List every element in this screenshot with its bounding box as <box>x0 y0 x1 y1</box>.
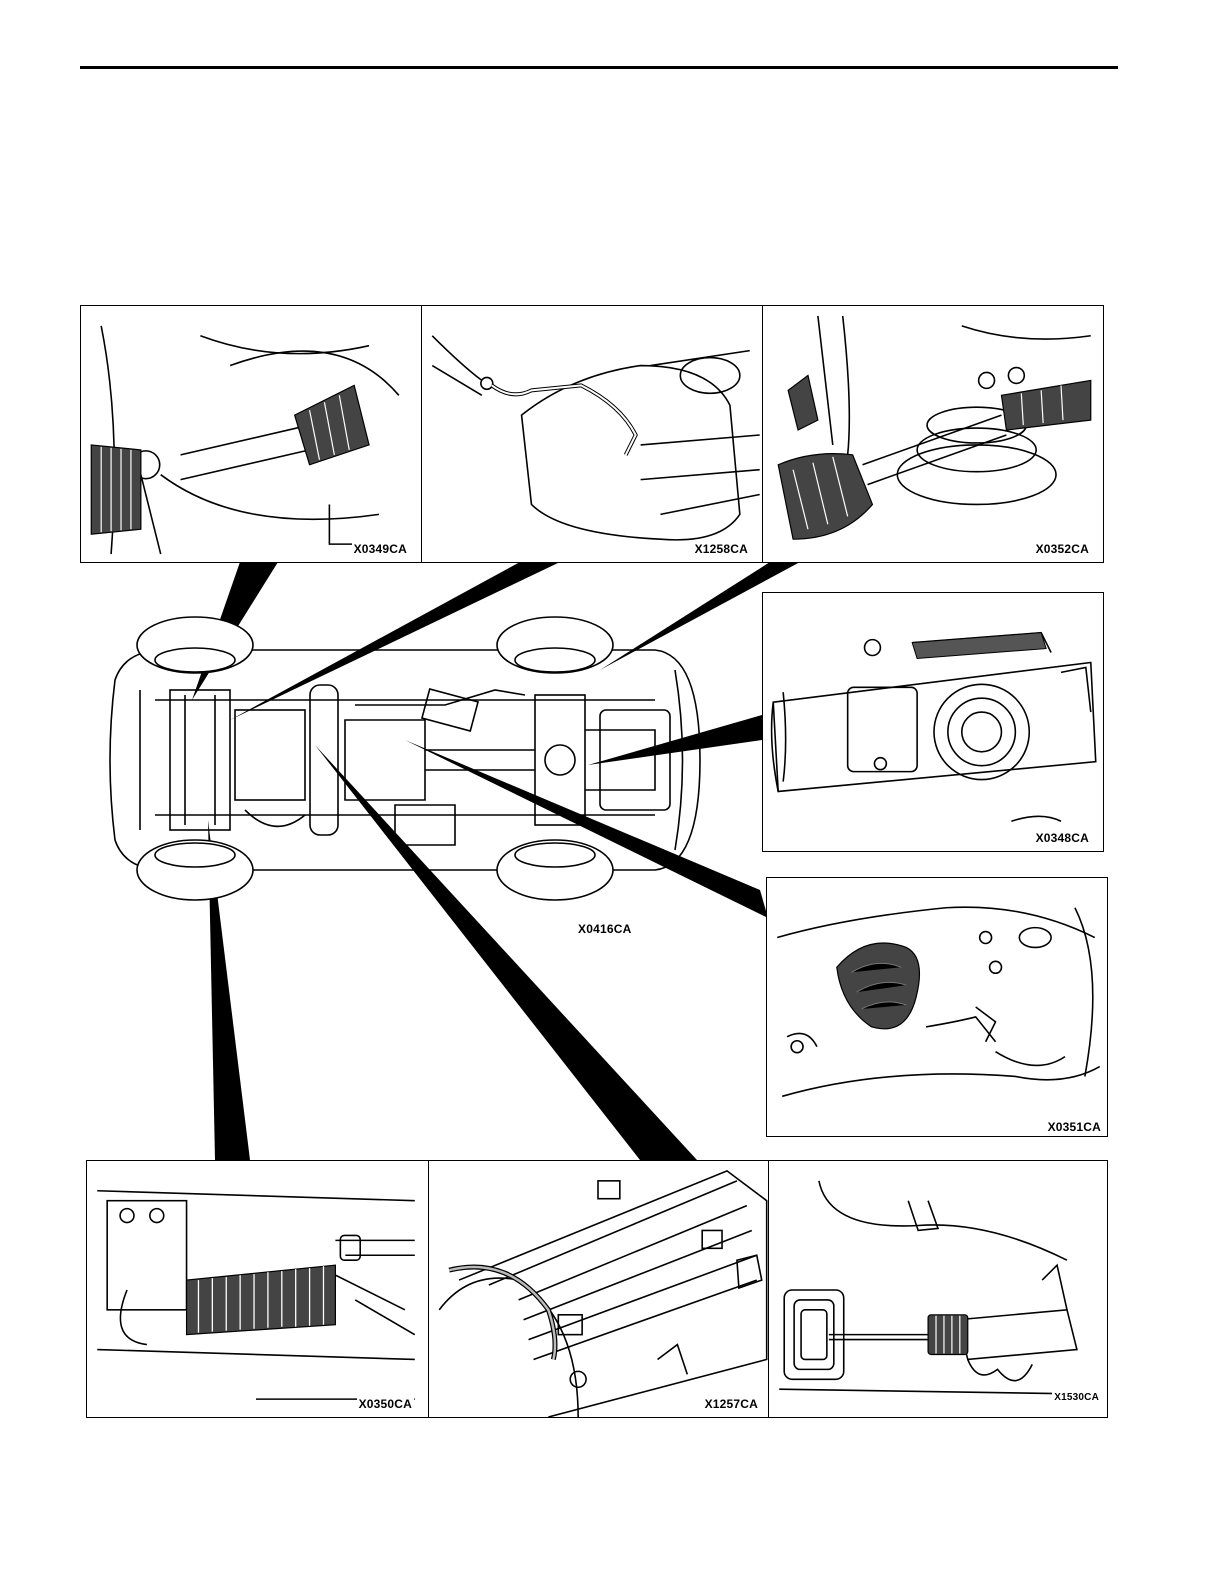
front-right-wheel <box>137 840 253 900</box>
panel-code: X1530CA <box>1052 1392 1101 1403</box>
rear-right-wheel <box>497 840 613 900</box>
tie-rod-boot-right-illustration <box>763 306 1103 562</box>
tie-rod-boot-illustration <box>81 306 421 562</box>
crossmember-illustration <box>763 593 1103 851</box>
panel-clutch-slave-cylinder: X1530CA <box>768 1160 1108 1418</box>
gear-lever-gaiter-illustration <box>767 878 1107 1136</box>
page-header-rule <box>80 66 1118 69</box>
panel-code: X0352CA <box>1034 542 1091 556</box>
panel-code: X0350CA <box>357 1397 414 1411</box>
panel-transmission-housing: X1257CA <box>428 1160 769 1418</box>
panel-code: X1258CA <box>693 542 750 556</box>
panel-steering-rack-gaiter: X0350CA <box>86 1160 429 1418</box>
panel-code: X0349CA <box>352 542 409 556</box>
panel-code: X1257CA <box>703 1397 760 1411</box>
panel-axle-breather-hose: X1258CA <box>421 305 763 563</box>
front-left-wheel <box>137 617 253 673</box>
rear-left-wheel <box>497 617 613 673</box>
panel-tie-rod-boot-right: X0352CA <box>762 305 1104 563</box>
vehicle-underside-diagram <box>95 600 715 920</box>
vehicle-figure-code: X0416CA <box>576 922 633 936</box>
panel-code: X0348CA <box>1034 831 1091 845</box>
panel-code: X0351CA <box>1046 1120 1103 1134</box>
panel-crossmember-bushes: X0348CA <box>762 592 1104 852</box>
steering-rack-gaiter-illustration <box>87 1161 428 1417</box>
axle-breather-illustration <box>422 306 762 562</box>
clutch-slave-cylinder-illustration <box>769 1161 1107 1417</box>
panel-gear-lever-gaiter: X0351CA <box>766 877 1108 1137</box>
transmission-housing-illustration <box>429 1161 768 1417</box>
panel-tie-rod-boot-left: X0349CA <box>80 305 422 563</box>
